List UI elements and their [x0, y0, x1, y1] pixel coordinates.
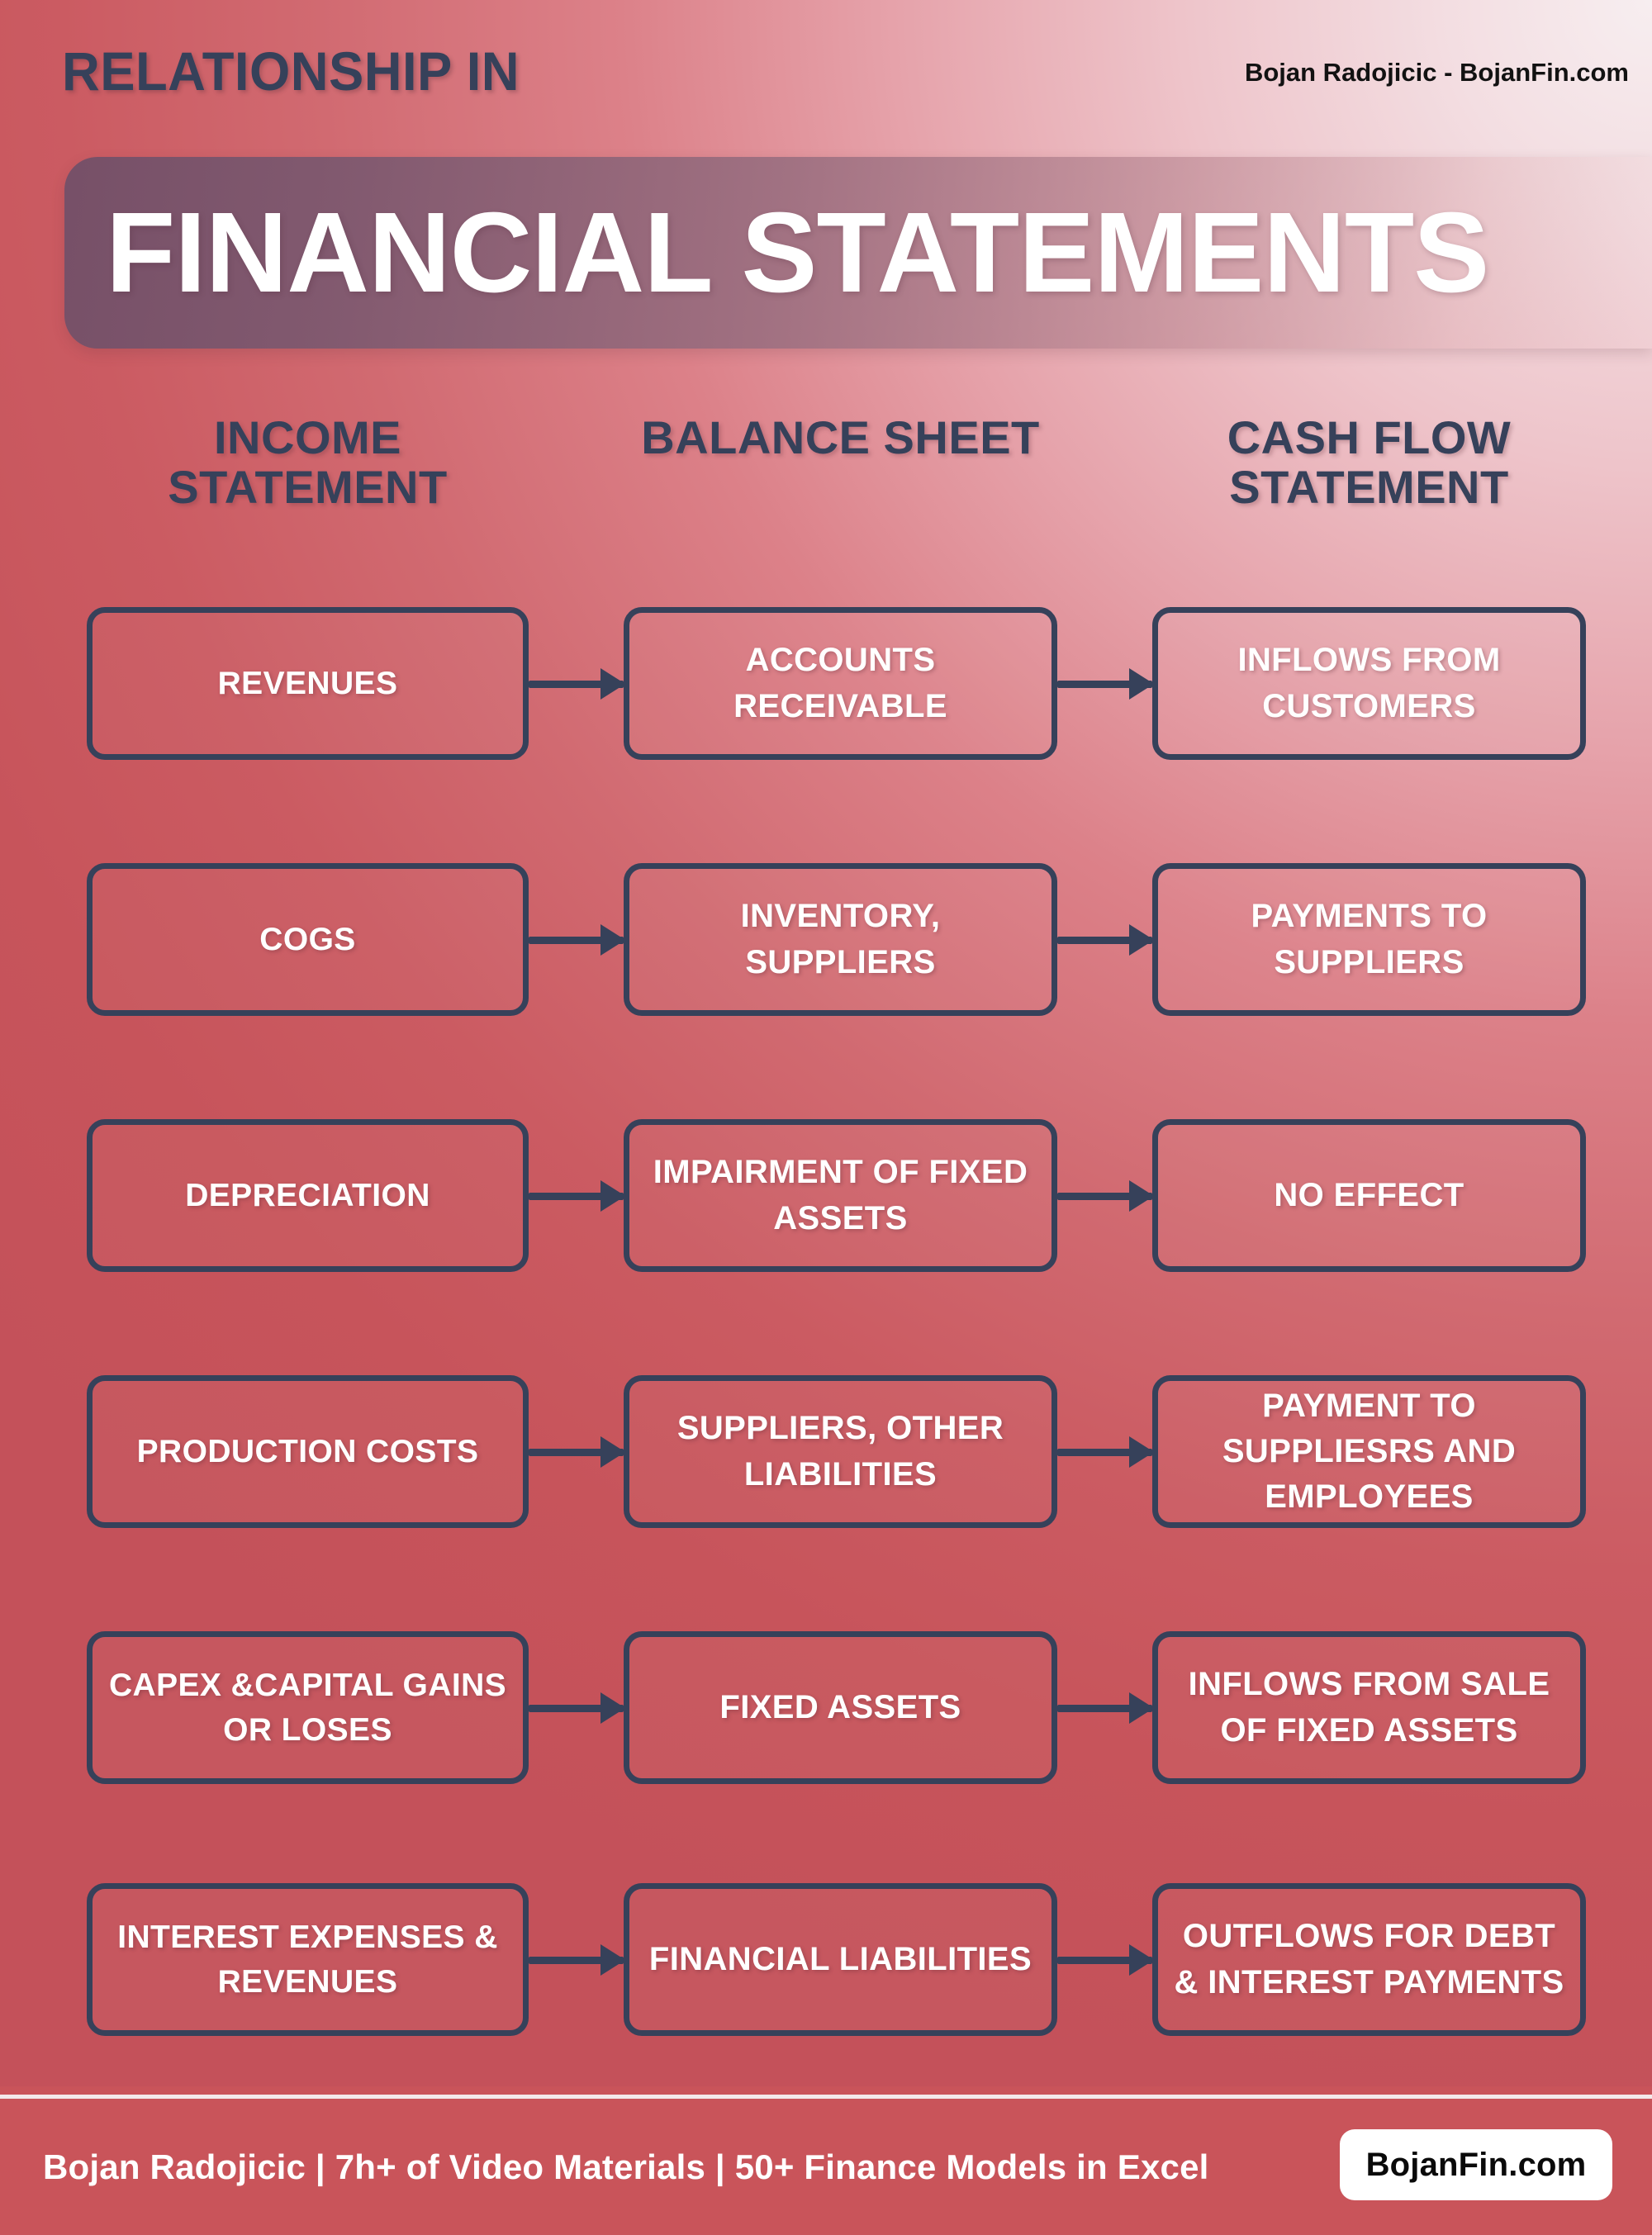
node-label: FINANCIAL LIABILITIES [648, 1940, 1032, 1977]
node-label: DEPRECIATION [185, 1177, 430, 1213]
arrow-balance-to-cashflow-icon [1057, 1433, 1154, 1471]
flow-row: DEPRECIATION IMPAIRMENT OF FIXED ASSETS … [0, 1119, 1652, 1272]
node-income-statement[interactable]: CAPEX &CAPITAL GAINS OR LOSES [87, 1631, 529, 1784]
node-cash-flow-statement[interactable]: NO EFFECT [1152, 1119, 1586, 1272]
arrow-head [1129, 668, 1154, 700]
footer-divider [0, 2095, 1652, 2099]
node-income-statement[interactable]: COGS [87, 863, 529, 1016]
arrow-balance-to-cashflow-icon [1057, 1689, 1154, 1727]
footer: Bojan Radojicic | 7h+ of Video Materials… [0, 2086, 1652, 2235]
flow-row: COGS INVENTORY, SUPPLIERS PAYMENTS TO SU… [0, 863, 1652, 1016]
arrow-head [601, 1692, 625, 1724]
node-label: PAYMENTS TO SUPPLIERS [1251, 898, 1488, 980]
node-income-statement[interactable]: PRODUCTION COSTS [87, 1375, 529, 1528]
node-income-statement[interactable]: INTEREST EXPENSES & REVENUES [87, 1883, 529, 2036]
arrow-balance-to-cashflow-icon [1057, 1941, 1154, 1979]
node-label: CAPEX &CAPITAL GAINS OR LOSES [108, 1667, 507, 1748]
node-balance-sheet[interactable]: ACCOUNTS RECEIVABLE [624, 607, 1057, 760]
website-badge[interactable]: BojanFin.com [1340, 2129, 1612, 2200]
arrow-shaft [1057, 936, 1152, 944]
node-cash-flow-statement[interactable]: OUTFLOWS FOR DEBT & INTEREST PAYMENTS [1152, 1883, 1586, 2036]
arrow-head [1129, 924, 1154, 956]
node-label: INFLOWS FROM SALE OF FIXED ASSETS [1188, 1666, 1550, 1749]
node-label: INTEREST EXPENSES & REVENUES [117, 1919, 498, 2000]
node-balance-sheet[interactable]: INVENTORY, SUPPLIERS [624, 863, 1057, 1016]
arrow-income-to-balance-icon [529, 665, 625, 703]
arrow-balance-to-cashflow-icon [1057, 1177, 1154, 1215]
page-kicker: RELATIONSHIP IN [62, 40, 520, 102]
arrow-shaft [529, 1956, 624, 1964]
arrow-shaft [1057, 1956, 1152, 1964]
node-label: REVENUES [217, 665, 398, 701]
arrow-income-to-balance-icon [529, 921, 625, 959]
column-heading-balance-sheet: BALANCE SHEET [641, 411, 1040, 463]
arrow-income-to-balance-icon [529, 1689, 625, 1727]
arrow-head [1129, 1180, 1154, 1212]
arrow-shaft [529, 1704, 624, 1712]
arrow-head [601, 924, 625, 956]
arrow-head [1129, 1692, 1154, 1724]
arrow-shaft [1057, 680, 1152, 688]
header: RELATIONSHIP IN Bojan Radojicic - BojanF… [0, 0, 1652, 363]
node-income-statement[interactable]: DEPRECIATION [87, 1119, 529, 1272]
website-badge-label: BojanFin.com [1365, 2146, 1587, 2183]
node-balance-sheet[interactable]: IMPAIRMENT OF FIXED ASSETS [624, 1119, 1057, 1272]
page-title: FINANCIAL STATEMENTS [106, 189, 1489, 316]
arrow-shaft [1057, 1704, 1152, 1712]
node-cash-flow-statement[interactable]: INFLOWS FROM SALE OF FIXED ASSETS [1152, 1631, 1586, 1784]
arrow-head [601, 1180, 625, 1212]
node-balance-sheet[interactable]: FIXED ASSETS [624, 1631, 1057, 1784]
flow-row: INTEREST EXPENSES & REVENUES FINANCIAL L… [0, 1883, 1652, 2036]
arrow-shaft [529, 1448, 624, 1456]
node-label: INFLOWS FROM CUSTOMERS [1237, 642, 1501, 724]
node-label: COGS [259, 921, 356, 957]
node-label: INVENTORY, SUPPLIERS [740, 898, 941, 980]
title-banner: FINANCIAL STATEMENTS [64, 157, 1652, 349]
arrow-income-to-balance-icon [529, 1177, 625, 1215]
node-balance-sheet[interactable]: SUPPLIERS, OTHER LIABILITIES [624, 1375, 1057, 1528]
arrow-balance-to-cashflow-icon [1057, 665, 1154, 703]
arrow-shaft [1057, 1448, 1152, 1456]
node-label: OUTFLOWS FOR DEBT & INTEREST PAYMENTS [1174, 1918, 1564, 2000]
arrow-head [601, 1436, 625, 1468]
arrow-balance-to-cashflow-icon [1057, 921, 1154, 959]
node-cash-flow-statement[interactable]: PAYMENTS TO SUPPLIERS [1152, 863, 1586, 1016]
arrow-income-to-balance-icon [529, 1433, 625, 1471]
node-label: NO EFFECT [1274, 1176, 1464, 1213]
arrow-head [601, 668, 625, 700]
arrow-shaft [1057, 1192, 1152, 1200]
arrow-head [1129, 1944, 1154, 1976]
node-balance-sheet[interactable]: FINANCIAL LIABILITIES [624, 1883, 1057, 2036]
arrow-shaft [529, 680, 624, 688]
node-label: PAYMENT TO SUPPLIESRS AND EMPLOYEES [1222, 1387, 1517, 1516]
footer-credit-text: Bojan Radojicic | 7h+ of Video Materials… [43, 2147, 1209, 2186]
column-heading-income-statement: INCOME STATEMENT [168, 411, 448, 514]
node-label: PRODUCTION COSTS [136, 1433, 479, 1469]
flow-row: REVENUES ACCOUNTS RECEIVABLE INFLOWS FRO… [0, 607, 1652, 760]
flow-row: PRODUCTION COSTS SUPPLIERS, OTHER LIABIL… [0, 1375, 1652, 1528]
author-byline: Bojan Radojicic - BojanFin.com [1244, 58, 1629, 87]
flow-diagram: REVENUES ACCOUNTS RECEIVABLE INFLOWS FRO… [0, 607, 1652, 2065]
node-cash-flow-statement[interactable]: PAYMENT TO SUPPLIESRS AND EMPLOYEES [1152, 1375, 1586, 1528]
arrow-shaft [529, 1192, 624, 1200]
column-headings: INCOME STATEMENT BALANCE SHEET CASH FLOW… [0, 411, 1652, 562]
node-label: SUPPLIERS, OTHER LIABILITIES [676, 1410, 1004, 1492]
node-cash-flow-statement[interactable]: INFLOWS FROM CUSTOMERS [1152, 607, 1586, 760]
arrow-income-to-balance-icon [529, 1941, 625, 1979]
node-income-statement[interactable]: REVENUES [87, 607, 529, 760]
node-label: IMPAIRMENT OF FIXED ASSETS [653, 1154, 1028, 1236]
arrow-head [601, 1944, 625, 1976]
column-heading-cash-flow-statement: CASH FLOW STATEMENT [1227, 411, 1512, 514]
flow-row: CAPEX &CAPITAL GAINS OR LOSES FIXED ASSE… [0, 1631, 1652, 1784]
arrow-head [1129, 1436, 1154, 1468]
node-label: ACCOUNTS RECEIVABLE [733, 642, 947, 724]
arrow-shaft [529, 936, 624, 944]
node-label: FIXED ASSETS [719, 1688, 961, 1725]
